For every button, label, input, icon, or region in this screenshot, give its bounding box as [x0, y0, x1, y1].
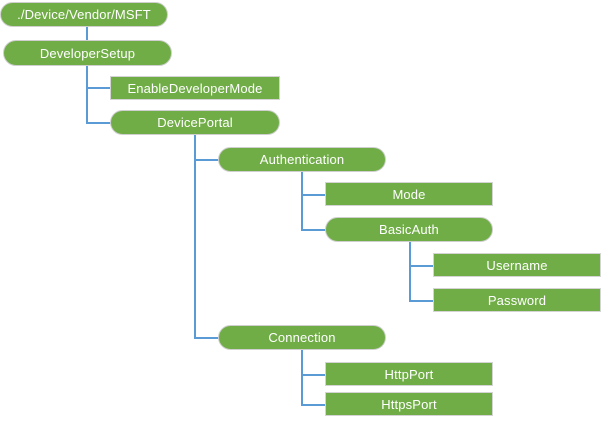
tree-node-developersetup[interactable]: DeveloperSetup — [3, 40, 172, 66]
connector-developersetup-to-enablemode — [86, 87, 111, 89]
tree-node-label: HttpPort — [384, 366, 434, 382]
tree-node-label: Password — [487, 292, 547, 308]
connector-connection-to-httpport — [301, 374, 326, 376]
connector-basicauth-to-username — [409, 265, 434, 267]
connector-connection-to-httpsport — [301, 404, 326, 406]
tree-node-label: BasicAuth — [379, 222, 439, 237]
connector-connection-trunk — [301, 350, 303, 405]
connector-root-to-developersetup — [86, 27, 88, 41]
tree-node-label: DevicePortal — [157, 115, 233, 130]
tree-node-mode[interactable]: Mode — [325, 182, 493, 206]
tree-node-enabledevelopermode[interactable]: EnableDeveloperMode — [110, 76, 280, 100]
tree-node-connection[interactable]: Connection — [218, 325, 386, 350]
tree-node-label: Connection — [268, 330, 336, 345]
tree-node-basicauth[interactable]: BasicAuth — [325, 217, 493, 242]
connector-developersetup-trunk — [86, 66, 88, 123]
connector-authentication-trunk — [301, 172, 303, 230]
tree-node-root[interactable]: ./Device/Vendor/MSFT — [0, 2, 168, 27]
tree-node-authentication[interactable]: Authentication — [218, 147, 386, 172]
tree-node-password[interactable]: Password — [433, 288, 601, 312]
tree-node-httpport[interactable]: HttpPort — [325, 362, 493, 386]
tree-node-label: ./Device/Vendor/MSFT — [17, 7, 151, 22]
tree-node-label: HttpsPort — [381, 396, 437, 412]
tree-node-label: Username — [486, 257, 548, 273]
connector-authentication-to-mode — [301, 194, 326, 196]
tree-node-username[interactable]: Username — [433, 253, 601, 277]
tree-node-label: EnableDeveloperMode — [127, 80, 263, 96]
connector-developersetup-to-portal — [86, 122, 111, 124]
connector-basicauth-to-password — [409, 300, 434, 302]
connector-deviceportal-trunk — [194, 135, 196, 338]
tree-node-label: DeveloperSetup — [39, 45, 136, 61]
connector-deviceportal-to-auth — [194, 159, 219, 161]
connector-basicauth-trunk — [409, 242, 411, 301]
tree-node-label: Mode — [392, 186, 426, 202]
tree-node-httpsport[interactable]: HttpsPort — [325, 392, 493, 416]
connector-deviceportal-to-connection — [194, 337, 219, 339]
connector-authentication-to-basicauth — [301, 229, 326, 231]
tree-node-label: Authentication — [259, 152, 345, 167]
tree-node-deviceportal[interactable]: DevicePortal — [110, 110, 280, 135]
